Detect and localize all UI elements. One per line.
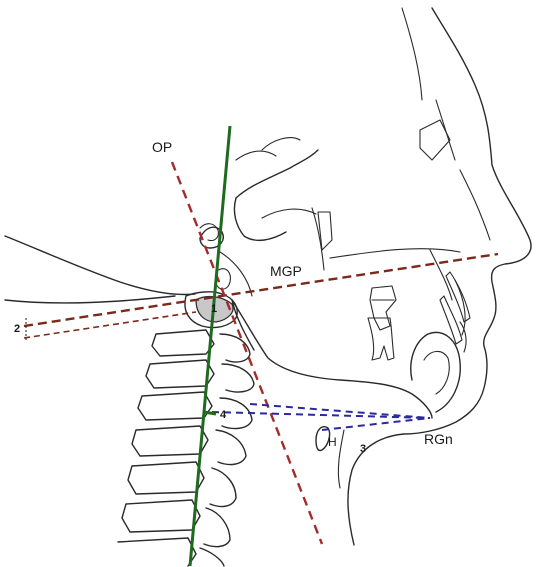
facial-profile — [348, 8, 531, 545]
hyoid-line-upper — [250, 404, 430, 418]
cervical-vertebrae — [118, 224, 254, 566]
skull-outline — [5, 8, 531, 545]
op-line — [172, 162, 322, 544]
mgp-label: MGP — [270, 263, 302, 279]
point-3-label: 3 — [360, 443, 366, 455]
teeth — [368, 272, 470, 360]
point-1-label: 1 — [211, 303, 217, 315]
occiput-contour — [5, 236, 195, 295]
point-4-tick — [204, 412, 216, 414]
op-label: OP — [152, 139, 172, 155]
mgp-line — [24, 254, 498, 326]
hyoid-line-lower — [322, 418, 430, 430]
hyoid-point-label: H — [328, 435, 337, 449]
rgn-label: RGn — [424, 431, 453, 447]
reference-line-2 — [24, 312, 196, 338]
vertical-reference-line — [190, 126, 230, 566]
point-2-label: 2 — [14, 323, 20, 335]
point-4-label: 4 — [220, 409, 227, 421]
mandible-outline — [232, 300, 432, 418]
